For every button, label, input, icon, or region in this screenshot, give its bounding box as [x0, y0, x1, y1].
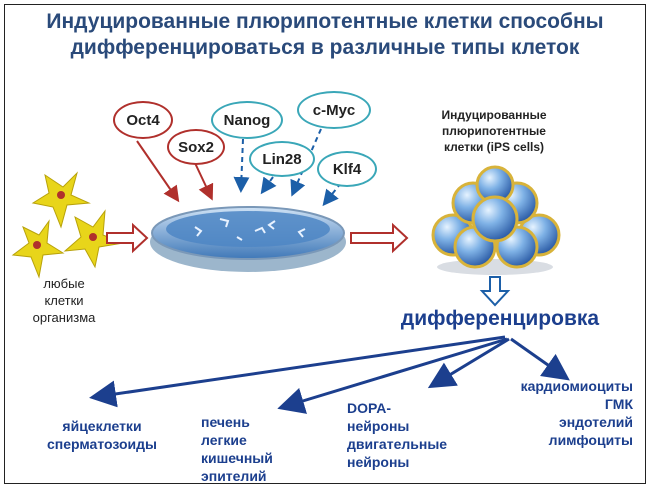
source-cells-line-1: любые: [43, 276, 85, 291]
source-cell-1-nucleus: [57, 191, 65, 199]
arrow-ips-to-differentiation: [479, 276, 511, 307]
outcome-mesoderm-line-1: кардиомиоциты: [520, 378, 633, 394]
factor-lin28-label: Lin28: [262, 150, 302, 168]
slide: Индуцированные плюрипотентные клетки спо…: [4, 4, 646, 484]
outcome-endoderm-line-3: кишечный: [201, 450, 273, 466]
factor-nanog: Nanog: [211, 101, 283, 139]
source-cells-label: любые клетки организма: [19, 275, 109, 326]
factor-nanog-label: Nanog: [223, 111, 271, 129]
factor-sox2: Sox2: [167, 129, 225, 165]
outcome-neurons-line-3: двигательные: [347, 436, 448, 452]
source-cells-illustration: [11, 171, 125, 279]
factor-cmyc: c-Myc: [297, 91, 371, 129]
source-cell-2-nucleus: [89, 233, 97, 241]
outcome-mesoderm: кардиомиоциты ГМК эндотелий лимфоциты: [483, 377, 633, 449]
factor-oct4: Oct4: [113, 101, 173, 139]
differentiation-arrows: [89, 335, 570, 414]
factor-cmyc-label: c-Myc: [312, 101, 356, 119]
outcome-mesoderm-line-3: эндотелий: [558, 414, 633, 430]
outcome-endoderm-line-1: печень: [201, 414, 250, 430]
outcome-endoderm-line-2: легкие: [201, 432, 247, 448]
ips-cell-cluster: [431, 165, 561, 275]
outcome-mesoderm-line-2: ГМК: [604, 396, 633, 412]
petri-dish: [150, 206, 346, 272]
source-cells-line-3: организма: [32, 310, 96, 325]
factor-oct4-label: Oct4: [126, 111, 160, 129]
factor-klf4-label: Klf4: [332, 160, 362, 178]
title-line-1: Индуцированные плюрипотентные клетки спо…: [46, 10, 604, 33]
ips-label-line-3: клетки (iPS cells): [443, 140, 545, 154]
outcome-germ-line-1: яйцеклетки: [62, 418, 142, 434]
outcome-neurons: DOPA- нейроны двигательные нейроны: [347, 399, 467, 471]
ips-label-line-1: Индуцированные: [441, 108, 547, 122]
outcome-germ-cells: яйцеклетки сперматозоиды: [27, 417, 177, 453]
outcome-mesoderm-line-4: лимфоциты: [548, 432, 633, 448]
outcome-endoderm: печень легкие кишечный эпителий: [201, 413, 311, 485]
factor-sox2-label: Sox2: [178, 138, 214, 156]
factor-klf4: Klf4: [317, 151, 377, 187]
ips-label: Индуцированные плюрипотентные клетки (iP…: [419, 107, 569, 155]
factor-lin28: Lin28: [249, 141, 315, 177]
outcome-neurons-line-4: нейроны: [347, 454, 410, 470]
arrow-dish-to-ips: [350, 222, 409, 254]
outcome-endoderm-line-4: эпителий: [201, 468, 267, 484]
title-line-2: дифференцироваться в различные типы клет…: [70, 36, 580, 59]
differentiation-label: дифференцировка: [400, 307, 600, 330]
page-title: Индуцированные плюрипотентные клетки спо…: [5, 9, 645, 61]
diagram-graphics: [11, 128, 570, 414]
source-cell-1: [31, 171, 91, 229]
source-cells-line-2: клетки: [44, 293, 84, 308]
outcome-neurons-line-2: нейроны: [347, 418, 410, 434]
source-cell-3: [11, 219, 65, 279]
arrow-cells-to-dish: [106, 222, 149, 254]
ips-label-line-2: плюрипотентные: [442, 124, 546, 138]
outcome-germ-line-2: сперматозоиды: [46, 436, 157, 452]
outcome-neurons-line-1: DOPA-: [347, 400, 392, 416]
source-cell-3-nucleus: [33, 241, 41, 249]
